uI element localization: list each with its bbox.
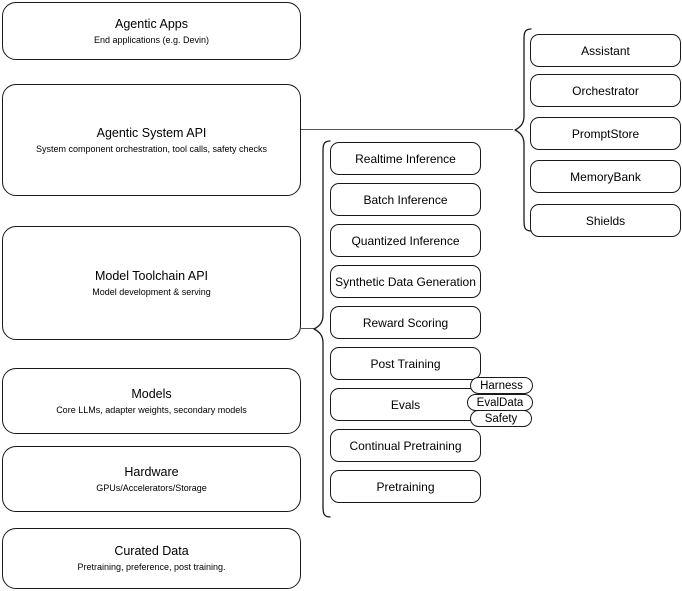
layer-subtitle: System component orchestration, tool cal… <box>35 143 268 154</box>
layer-agentic-apps[interactable]: Agentic Apps End applications (e.g. Devi… <box>2 2 301 60</box>
component-label: Assistant <box>581 43 630 58</box>
layer-curated-data[interactable]: Curated Data Pretraining, preference, po… <box>2 528 301 589</box>
capability-label: Reward Scoring <box>362 315 449 330</box>
capability-label: Evals <box>390 397 421 412</box>
capability-label: Realtime Inference <box>355 151 456 166</box>
component-orchestrator[interactable]: Orchestrator <box>530 74 681 107</box>
component-label: Orchestrator <box>572 83 639 98</box>
capability-label: Synthetic Data Generation <box>335 274 476 289</box>
layer-title: Agentic System API <box>96 125 207 140</box>
capability-reward-scoring[interactable]: Reward Scoring <box>330 306 481 339</box>
capability-label: Quantized Inference <box>351 233 460 248</box>
component-promptstore[interactable]: PromptStore <box>530 117 681 150</box>
capability-pretraining[interactable]: Pretraining <box>330 470 481 503</box>
layer-title: Hardware <box>124 464 179 479</box>
capability-label: Post Training <box>370 356 441 371</box>
layer-title: Curated Data <box>114 544 189 558</box>
eval-badge-label: Harness <box>480 379 523 392</box>
capability-realtime-inference[interactable]: Realtime Inference <box>330 142 481 175</box>
component-label: MemoryBank <box>570 169 641 184</box>
component-assistant[interactable]: Assistant <box>530 34 681 67</box>
capability-continual-pretraining[interactable]: Continual Pretraining <box>330 429 481 462</box>
connector-system-api-to-components <box>301 129 513 131</box>
layer-subtitle: End applications (e.g. Devin) <box>93 34 210 45</box>
system-components-brace <box>513 28 533 232</box>
eval-badge-label: Safety <box>484 412 518 425</box>
eval-badge-evaldata[interactable]: EvalData <box>467 394 533 411</box>
layer-subtitle: Pretraining, preference, post training. <box>77 562 226 572</box>
capability-batch-inference[interactable]: Batch Inference <box>330 183 481 216</box>
layer-agentic-system-api[interactable]: Agentic System API System component orch… <box>2 84 301 196</box>
layer-model-toolchain-api[interactable]: Model Toolchain API Model development & … <box>2 226 301 340</box>
layer-subtitle: Core LLMs, adapter weights, secondary mo… <box>56 404 247 415</box>
component-memorybank[interactable]: MemoryBank <box>530 160 681 193</box>
capability-synthetic-data-generation[interactable]: Synthetic Data Generation <box>330 265 481 298</box>
layer-title: Agentic Apps <box>115 16 188 31</box>
connector-toolchain-brace-stub <box>301 328 314 330</box>
layer-title: Models <box>131 386 172 401</box>
capability-label: Batch Inference <box>363 192 448 207</box>
eval-badge-harness[interactable]: Harness <box>470 377 533 394</box>
layer-subtitle: Model development & serving <box>92 286 211 297</box>
component-shields[interactable]: Shields <box>530 204 681 237</box>
component-label: Shields <box>585 213 626 228</box>
layer-title: Model Toolchain API <box>94 268 209 283</box>
layer-models[interactable]: Models Core LLMs, adapter weights, secon… <box>2 368 301 434</box>
eval-badge-label: EvalData <box>476 396 524 409</box>
layer-subtitle: GPUs/Accelerators/Storage <box>96 482 207 493</box>
eval-badge-safety[interactable]: Safety <box>470 410 532 427</box>
capability-evals[interactable]: Evals <box>330 388 481 421</box>
capability-label: Continual Pretraining <box>349 438 462 453</box>
capability-label: Pretraining <box>376 479 435 494</box>
capability-post-training[interactable]: Post Training <box>330 347 481 380</box>
toolchain-brace <box>312 140 332 518</box>
component-label: PromptStore <box>571 126 640 141</box>
layer-hardware[interactable]: Hardware GPUs/Accelerators/Storage <box>2 446 301 512</box>
capability-quantized-inference[interactable]: Quantized Inference <box>330 224 481 257</box>
